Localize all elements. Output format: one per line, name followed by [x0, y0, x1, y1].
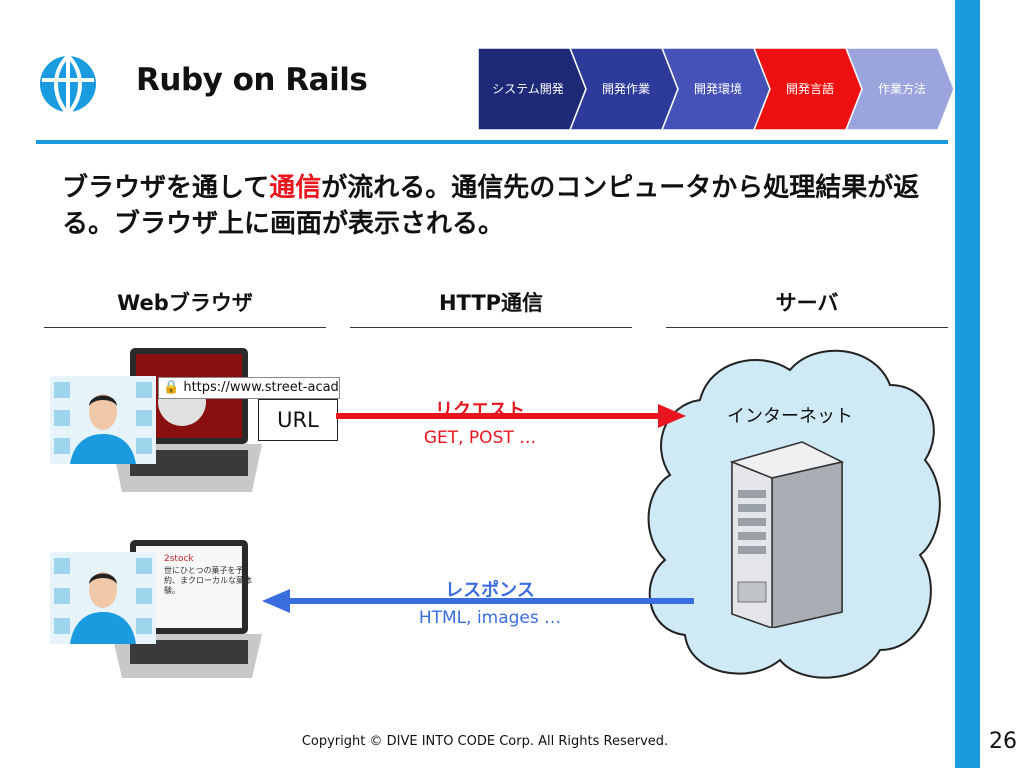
header-divider	[36, 140, 948, 144]
step-label-3: 開発環境	[694, 81, 742, 96]
column-rule-browser	[44, 327, 326, 328]
globe-icon	[40, 54, 96, 116]
headline-part2: が流れる。通信先のコンピュータから処理結果が返る。ブラウザ上に画面が表示される。	[62, 173, 920, 239]
slide-title: Ruby on Rails	[136, 62, 368, 98]
cloud-label: インターネット	[727, 406, 853, 427]
column-rule-http	[350, 327, 632, 328]
lock-icon: 🔒	[163, 380, 180, 395]
step-navigation: システム開発 開発作業 開発環境 開発言語 作業方法	[478, 48, 955, 130]
request-arrow	[336, 404, 686, 428]
response-arrow	[262, 589, 694, 613]
step-label-5: 作業方法	[878, 81, 926, 96]
address-bar: 🔒 https://www.street-academy.com/	[158, 377, 340, 399]
response-label: レスポンス	[445, 580, 535, 601]
presenter-photo-1	[50, 376, 156, 464]
right-accent-bar	[955, 0, 980, 768]
address-url: https://www.street-academy.com/	[183, 380, 339, 395]
copyright: Copyright © DIVE INTO CODE Corp. All Rig…	[301, 734, 669, 749]
column-header-http: HTTP通信	[438, 291, 544, 315]
column-header-browser: Webブラウザ	[117, 291, 253, 315]
request-methods: GET, POST …	[423, 428, 537, 448]
column-rule-server	[666, 327, 948, 328]
step-chevron-5	[845, 48, 955, 130]
step-chevron-4	[753, 48, 863, 130]
step-chevron-3	[661, 48, 771, 130]
step-label-2: 開発作業	[602, 82, 650, 96]
column-header-server: サーバ	[775, 291, 839, 315]
response-content: HTML, images …	[418, 608, 562, 628]
headline-highlight: 通信	[269, 173, 322, 203]
step-label-4: 開発言語	[786, 81, 834, 96]
server-icon	[729, 441, 845, 628]
url-box: URL	[258, 399, 338, 441]
headline-part1: ブラウザを通して	[62, 173, 270, 203]
headline: ブラウザを通して通信が流れる。通信先のコンピュータから処理結果が返る。ブラウザ上…	[62, 170, 942, 242]
page-number: 26	[989, 729, 1017, 754]
step-label-1: システム開発	[492, 82, 564, 96]
screen2-text-2: 世にひとつの菓子を予約、まクローカルな菓体験。	[164, 566, 252, 595]
step-chevron-2	[569, 48, 679, 130]
request-label: リクエスト	[435, 400, 525, 421]
presenter-photo-2	[50, 552, 156, 644]
screen2-text-1: 2stock	[164, 554, 194, 564]
